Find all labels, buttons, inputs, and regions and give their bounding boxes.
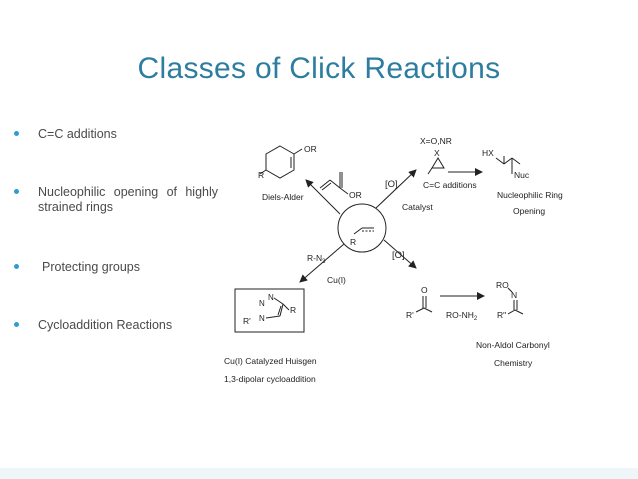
epoxide-structure [427,157,445,175]
bullet-text: Cycloaddition Reactions [38,318,173,332]
triazole-rprime-label: R' [243,316,251,326]
nucleophilic-ring-label: Nucleophilic Ring [497,190,563,200]
triazole-n3: N [259,314,265,323]
bullet-dot-icon [14,189,19,194]
oxidation-arrow [383,239,417,269]
catalyst-label: Catalyst [402,202,433,212]
slide-title: Classes of Click Reactions [137,52,501,85]
x-label: X [434,148,440,158]
non-aldol-label: Non-Aldol Carbonyl [476,340,550,350]
dipolar-label: 1,3-dipolar cycloaddition [224,374,316,384]
carbonyl-rprime-label: R' [406,310,414,320]
chemistry-label: Chemistry [494,358,533,368]
bullet-text: C=C additions [38,127,117,141]
triazole-box [234,288,305,333]
carbonyl-structure [415,296,433,313]
triazole-n2: N [259,299,265,308]
opening-label: Opening [513,206,545,216]
central-alkene-circle [337,203,387,253]
x-eq-label: X=O,NR [420,136,452,146]
triazole-n1: N [268,293,274,302]
diene-structure [319,172,349,195]
cc-additions-label: C=C additions [423,180,477,190]
carbonyl-rdbl-label: R" [497,310,506,320]
central-alkene-structure [353,227,374,235]
triazole-r-label: R [290,305,296,315]
oxime-structure [507,287,524,315]
diels-alder-or-label: OR [304,144,317,154]
oxime-ro-label: RO [496,280,509,290]
nuc-product-structure [495,156,521,174]
central-r-label: R [350,237,356,247]
diels-alder-r-label: R [258,170,264,180]
oxidation-label-2: [O] [392,250,405,261]
huisgen-arrow [299,243,345,283]
diels-alder-label: Diels-Alder [262,192,304,202]
bullet-dot-icon [14,322,19,327]
cyclohexene-structure [259,145,303,179]
diene-or-label: OR [349,190,362,200]
diels-alder-arrow [305,179,341,215]
nuc-label: Nuc [514,170,530,180]
ro-nh2-label: RO-NH2 [446,310,478,322]
huisgen-label: Cu(I) Catalyzed Huisgen [224,356,317,366]
copper-catalyst-label: Cu(I) [327,275,346,285]
oxidation-label: [O] [385,179,398,190]
bullet-dot-icon [14,131,19,136]
cc-additions-arrow [375,169,417,209]
hx-label: HX [482,148,494,158]
bullet-dot-icon [14,264,19,269]
bullet-text: Nucleophilic opening of highly strained … [38,185,218,214]
bullet-text: Protecting groups [42,260,140,274]
triazole-ring [265,297,290,319]
azide-label: R-N3 [307,253,326,265]
oxime-n-label: N [511,290,517,300]
slide-footer-band [0,468,638,479]
carbonyl-o-label: O [421,285,428,295]
